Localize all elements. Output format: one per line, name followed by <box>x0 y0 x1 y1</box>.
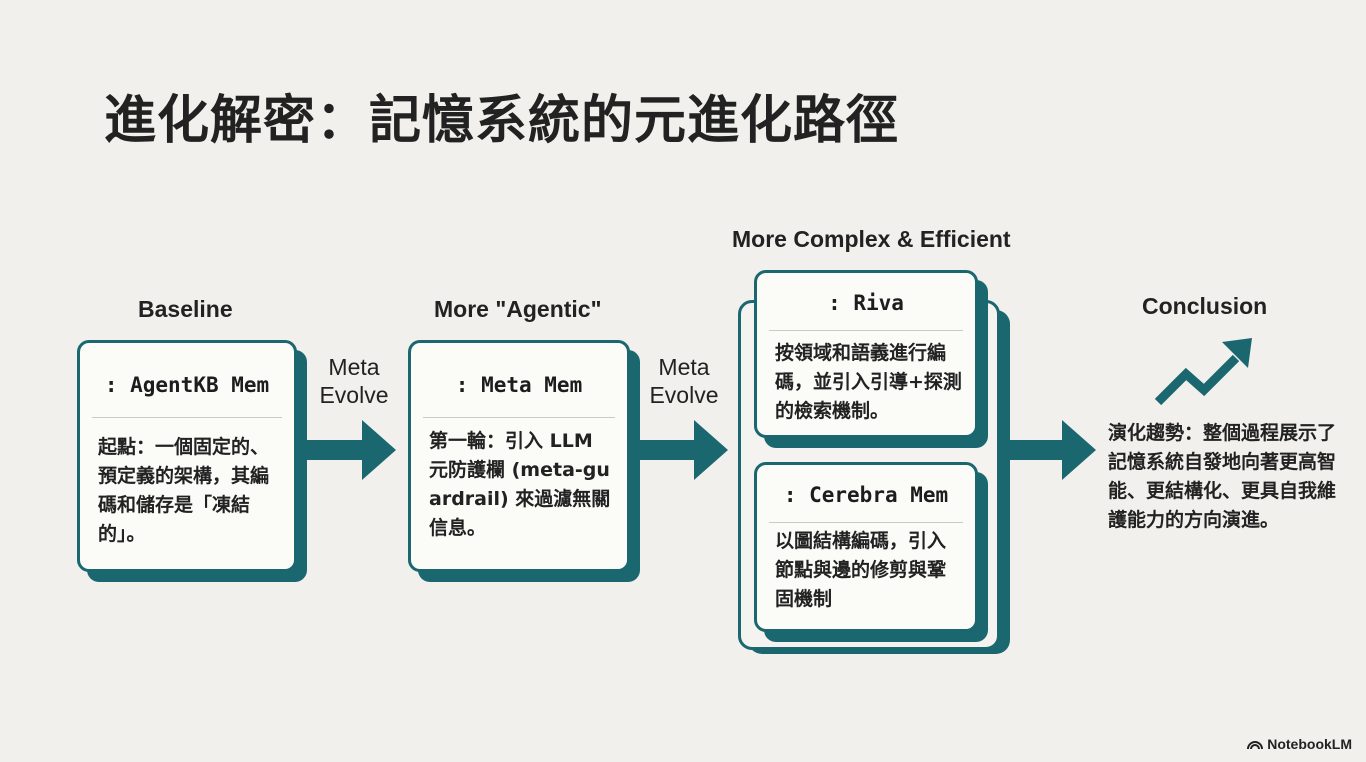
stage-label-agentic: More "Agentic" <box>434 296 602 322</box>
card-description: 第一輪：引入 LLM 元防護欄 (meta-guardrail) 來過濾無關信息… <box>429 430 611 539</box>
card-title: : Meta Mem <box>455 373 583 397</box>
card-body-panel: : Riva 按領域和語義進行編碼，並引入引導+探測的檢索機制。 <box>754 270 978 438</box>
right-arrow-icon <box>1004 420 1096 480</box>
card-body-panel: : Cerebra Mem 以圖結構編碼，引入節點與邊的修剪與鞏固機制 <box>754 462 978 632</box>
arrow-label-line1: Meta <box>658 354 710 380</box>
card-description: 以圖結構編碼，引入節點與邊的修剪與鞏固機制 <box>775 530 947 610</box>
riva-card: : Riva 按領域和語義進行編碼，並引入引導+探測的檢索機制。 <box>754 270 988 450</box>
branding-label: NotebookLM <box>1267 736 1352 752</box>
card-divider <box>769 330 963 331</box>
stage-label-complex: More Complex & Efficient <box>732 226 1011 252</box>
right-arrow-icon <box>304 420 396 480</box>
card-title: : Cerebra Mem <box>783 483 949 507</box>
card-body-panel: : AgentKB Mem 起點：一個固定的、預定義的架構，其編碼和儲存是「凍結… <box>77 340 297 572</box>
notebooklm-badge: NotebookLM <box>1247 736 1352 752</box>
stage-label-baseline: Baseline <box>138 296 233 322</box>
card-divider <box>423 417 615 418</box>
card-description: 按領域和語義進行編碼，並引入引導+探測的檢索機制。 <box>775 342 962 422</box>
card-body-panel: : Meta Mem 第一輪：引入 LLM 元防護欄 (meta-guardra… <box>408 340 630 572</box>
arrow-label-line1: Meta <box>328 354 380 380</box>
card-title: : AgentKB Mem <box>104 373 270 397</box>
right-arrow-icon <box>636 420 728 480</box>
arrow-label-2: Meta Evolve <box>645 353 723 409</box>
card-divider <box>769 522 963 523</box>
conclusion-description: 演化趨勢：整個過程展示了記憶系統自發地向著更高智能、更結構化、更具自我維護能力的… <box>1108 422 1337 531</box>
meta-mem-card: : Meta Mem 第一輪：引入 LLM 元防護欄 (meta-guardra… <box>408 340 640 584</box>
baseline-card: : AgentKB Mem 起點：一個固定的、預定義的架構，其編碼和儲存是「凍結… <box>77 340 307 584</box>
page-title: 進化解密：記憶系統的元進化路徑 <box>104 91 900 151</box>
stage-label-conclusion: Conclusion <box>1142 293 1268 319</box>
arrow-label-1: Meta Evolve <box>315 353 393 409</box>
card-divider <box>92 417 282 418</box>
notebooklm-logo-icon <box>1247 741 1264 750</box>
arrow-label-line2: Evolve <box>649 382 719 408</box>
card-description: 起點：一個固定的、預定義的架構，其編碼和儲存是「凍結的」。 <box>98 436 270 545</box>
trend-up-icon <box>1154 338 1252 406</box>
cerebra-card: : Cerebra Mem 以圖結構編碼，引入節點與邊的修剪與鞏固機制 <box>754 462 988 644</box>
arrow-label-line2: Evolve <box>319 382 389 408</box>
card-title: : Riva <box>828 291 904 315</box>
